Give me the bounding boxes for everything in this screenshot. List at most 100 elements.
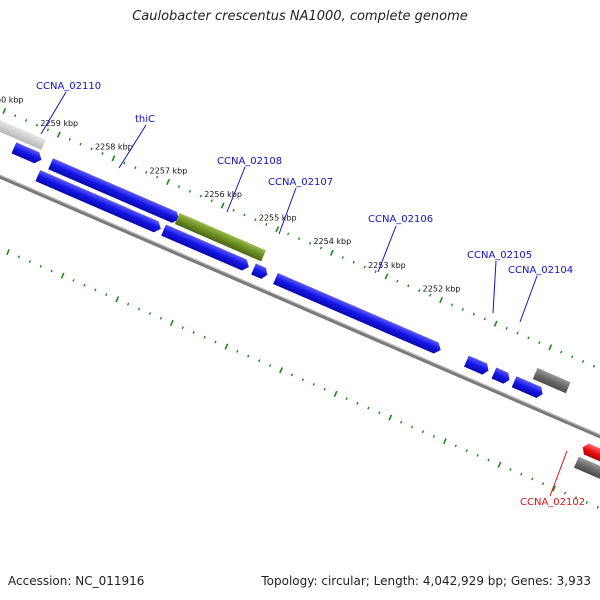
major-tick	[56, 131, 61, 138]
minor-tick	[520, 472, 523, 476]
minor-tick	[254, 218, 257, 222]
gene-2257-a[interactable]	[161, 224, 251, 273]
minor-tick	[483, 317, 486, 321]
gene-ccna-02104[interactable]	[511, 376, 545, 399]
minor-tick	[312, 383, 315, 386]
tick-label: 2255 kbp	[259, 214, 297, 223]
tick-label: 2253 kbp	[368, 261, 406, 270]
gene-left-partial[interactable]	[0, 142, 1, 164]
major-tick	[388, 414, 393, 421]
minor-tick	[232, 208, 235, 212]
major-tick	[60, 272, 65, 279]
genome-summary-text: Topology: circular; Length: 4,042,929 bp…	[261, 574, 591, 588]
gene-ccna-02105[interactable]	[464, 355, 491, 377]
major-tick	[275, 226, 280, 233]
minor-tick	[35, 123, 39, 127]
tick-label: 2252 kbp	[423, 285, 461, 294]
major-tick	[279, 367, 283, 374]
minor-tick	[581, 360, 585, 363]
minor-tick	[531, 477, 534, 481]
gene-label-ccna-02104[interactable]: CCNA_02104	[508, 265, 573, 276]
minor-tick	[454, 444, 457, 448]
major-tick	[6, 249, 10, 256]
minor-tick	[265, 222, 268, 226]
gene-faded-partial[interactable]	[0, 114, 46, 150]
tick-label: 2259 kbp	[40, 119, 78, 128]
minor-tick	[596, 505, 599, 509]
minor-tick	[236, 349, 239, 353]
gene-ccna-02102[interactable]	[580, 442, 600, 472]
tick-label: 2256 kbp	[204, 190, 242, 199]
gene-label-ccna-02105[interactable]: CCNA_02105	[467, 250, 532, 261]
minor-tick	[123, 161, 126, 165]
minor-tick	[181, 326, 184, 330]
minor-tick	[90, 147, 93, 151]
minor-tick	[407, 284, 410, 288]
gene-pseudo-lower[interactable]	[573, 456, 600, 487]
minor-tick	[367, 406, 370, 410]
minor-tick	[72, 279, 75, 282]
minor-tick	[505, 326, 508, 330]
minor-tick	[105, 293, 108, 297]
major-tick	[497, 461, 502, 468]
gene-ccna-02110[interactable]	[11, 142, 44, 165]
minor-tick	[192, 331, 195, 334]
minor-tick	[487, 458, 490, 462]
gene-label-ccna-02110[interactable]: CCNA_02110	[36, 81, 101, 92]
minor-tick	[345, 397, 348, 401]
minor-tick	[450, 303, 454, 307]
gene-label-ccna-02107[interactable]: CCNA_02107	[268, 177, 333, 188]
genome-backbone-highlight	[0, 160, 600, 448]
major-tick	[166, 178, 170, 185]
minor-tick	[46, 128, 50, 132]
minor-tick	[14, 114, 17, 118]
callout-line-ccna-02106	[377, 225, 397, 273]
minor-tick	[363, 265, 366, 269]
minor-tick	[418, 289, 421, 293]
minor-tick	[374, 270, 377, 274]
minor-tick	[574, 496, 578, 500]
minor-tick	[247, 354, 250, 358]
minor-tick	[592, 364, 596, 368]
minor-tick	[258, 359, 261, 363]
major-tick	[333, 390, 338, 397]
gene-2257-b[interactable]	[251, 263, 270, 280]
gene-ccna-02106[interactable]	[273, 273, 443, 355]
gene-ccna-02108[interactable]	[174, 213, 266, 262]
gene-pseudo-2252[interactable]	[532, 367, 571, 394]
gene-label-ccna-02102[interactable]: CCNA_02102	[520, 497, 585, 508]
major-tick	[493, 320, 498, 327]
tick-label: 2260 kbp	[0, 95, 24, 104]
minor-tick	[127, 302, 130, 306]
minor-tick	[50, 269, 53, 273]
minor-tick	[323, 387, 326, 391]
gene-label-thic[interactable]: thiC	[135, 114, 155, 125]
minor-tick	[429, 293, 432, 297]
minor-tick	[476, 453, 479, 457]
minor-tick	[563, 491, 567, 495]
gene-2259-long[interactable]	[35, 170, 163, 234]
minor-tick	[134, 166, 137, 170]
gene-2253-b[interactable]	[491, 367, 512, 386]
minor-tick	[210, 199, 213, 203]
minor-tick	[509, 468, 512, 471]
gene-label-ccna-02108[interactable]: CCNA_02108	[217, 156, 282, 167]
callout-line-ccna-02104	[519, 275, 538, 323]
minor-tick	[101, 152, 104, 155]
minor-tick	[516, 331, 519, 335]
minor-tick	[148, 312, 152, 315]
minor-tick	[94, 288, 97, 292]
gene-label-ccna-02106[interactable]: CCNA_02106	[368, 214, 433, 225]
minor-tick	[461, 308, 465, 311]
minor-tick	[290, 373, 294, 377]
major-tick	[442, 438, 447, 445]
major-tick	[2, 107, 7, 115]
inner-tick-line	[6, 249, 599, 509]
minor-tick	[159, 316, 163, 320]
lower-strand-genes	[573, 442, 600, 487]
minor-tick	[203, 335, 206, 339]
major-tick	[169, 319, 174, 327]
callout-line-ccna-02108	[226, 166, 246, 213]
gene-thic[interactable]	[48, 158, 181, 225]
